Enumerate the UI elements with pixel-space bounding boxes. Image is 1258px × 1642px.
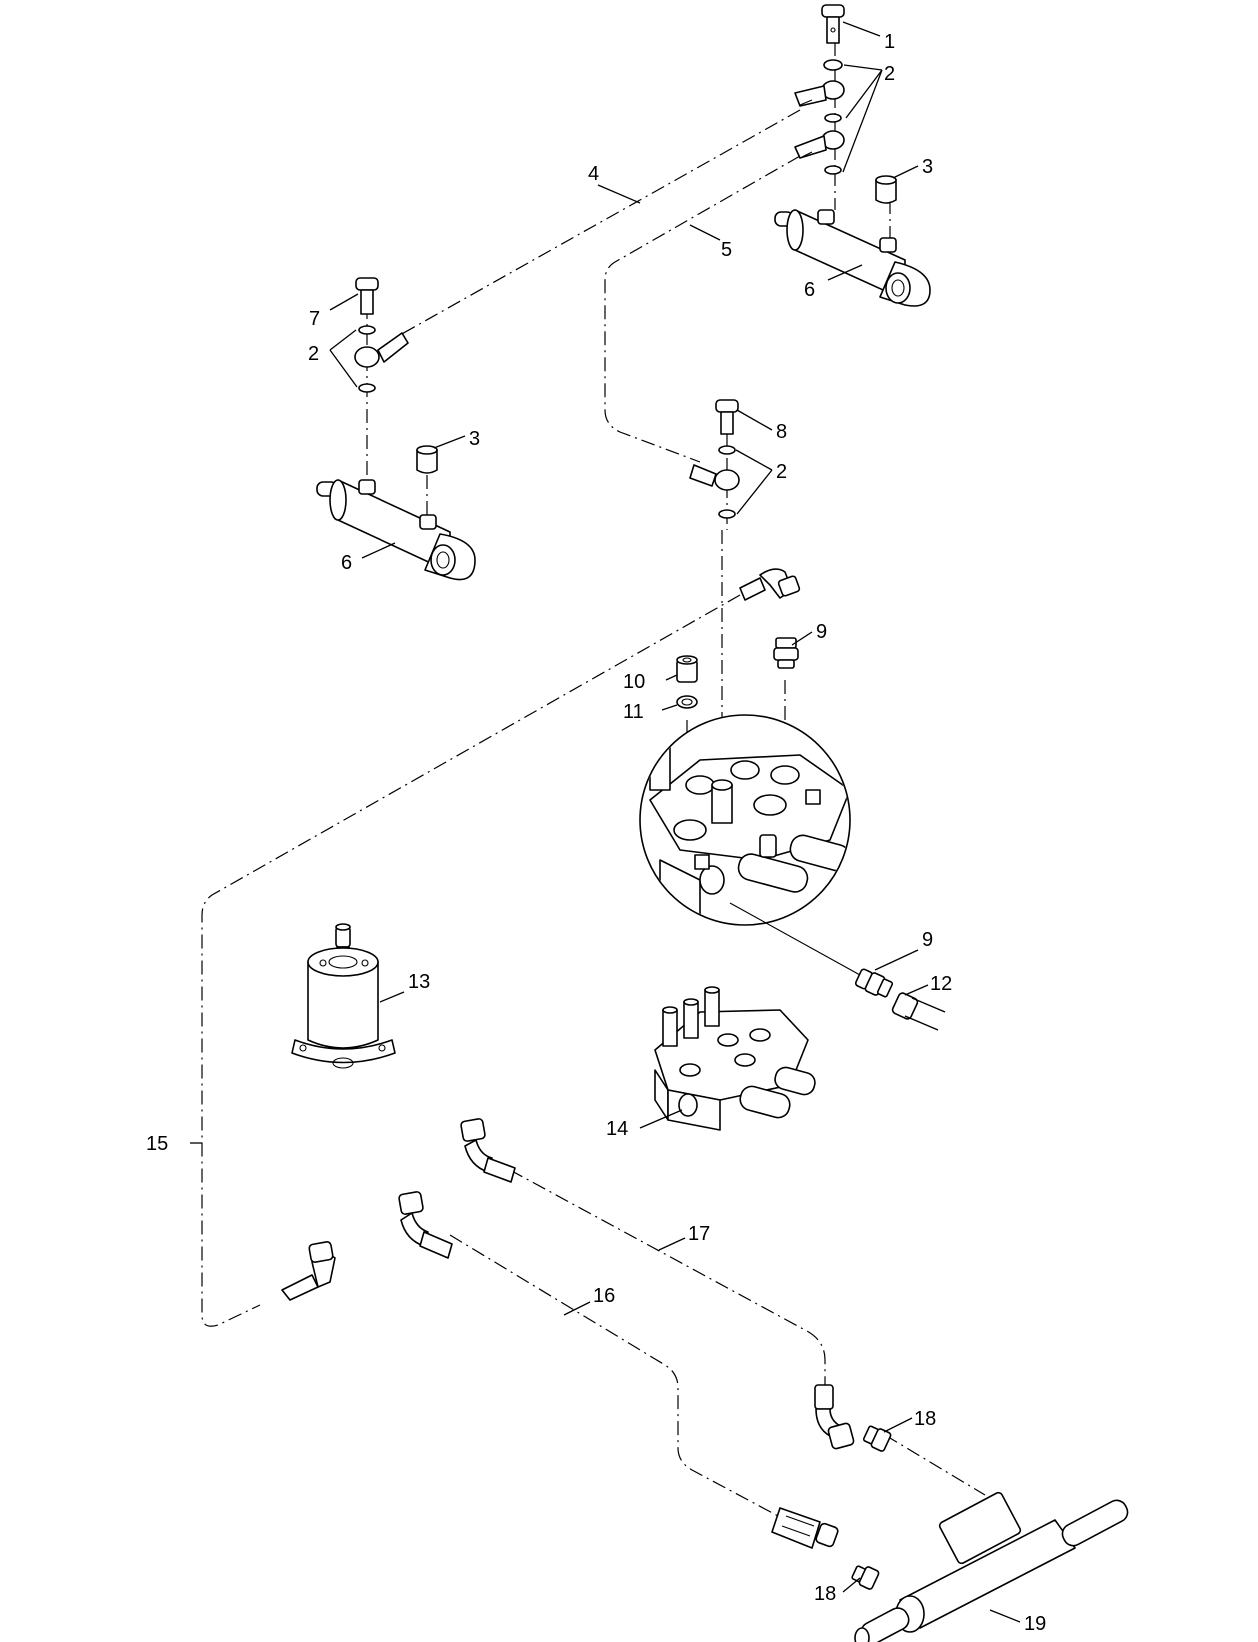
callout-15: 15 — [146, 1133, 168, 1155]
callout-3: 3 — [922, 156, 933, 178]
callout-10: 10 — [623, 671, 645, 693]
callout-17: 17 — [688, 1223, 710, 1245]
control-valve-14 — [654, 986, 816, 1131]
hose-16-lower-end — [771, 1507, 839, 1549]
left-banjo-stack — [354, 325, 409, 393]
callout-18: 18 — [814, 1583, 836, 1605]
callout-9: 9 — [922, 929, 933, 951]
hose-15-top-end — [739, 568, 801, 601]
hose-15-lower-end — [281, 1241, 336, 1301]
cap-3-left — [416, 445, 438, 474]
callout-19: 19 — [1024, 1613, 1046, 1635]
banjo-bolt-7 — [355, 277, 379, 315]
callout-2: 2 — [776, 461, 787, 483]
hose-16-upper-end — [398, 1191, 453, 1259]
hose-17-lower-end — [814, 1384, 855, 1450]
cylinder-6-top — [774, 209, 931, 307]
plug-10 — [676, 655, 698, 683]
callout-14: 14 — [606, 1118, 628, 1140]
valve-19 — [854, 1491, 1129, 1642]
cylinder-6-left — [316, 479, 476, 581]
valve-detail-circle — [639, 714, 851, 926]
callout-labels: 1 2 3 4 5 6 7 2 3 8 2 6 9 10 11 9 12 13 … — [146, 31, 1046, 1635]
callout-13: 13 — [408, 971, 430, 993]
motor-13 — [291, 923, 396, 1069]
top-banjo-stack — [794, 59, 845, 175]
hose-17-upper-end — [460, 1118, 516, 1183]
callout-2: 2 — [884, 63, 895, 85]
callout-12: 12 — [930, 973, 952, 995]
callout-11: 11 — [623, 701, 644, 723]
callout-7: 7 — [309, 308, 320, 330]
fitting-18-upper — [862, 1425, 892, 1452]
fitting-18-lower — [851, 1565, 880, 1590]
callout-3: 3 — [469, 428, 480, 450]
banjo-bolt-8 — [715, 399, 739, 435]
hose-12 — [891, 992, 946, 1031]
washer-11 — [676, 695, 698, 709]
callout-5: 5 — [721, 239, 732, 261]
cap-3-top — [875, 175, 897, 204]
callout-2: 2 — [308, 343, 319, 365]
callout-6: 6 — [804, 279, 815, 301]
callout-6: 6 — [341, 552, 352, 574]
callout-18: 18 — [914, 1408, 936, 1430]
callout-4: 4 — [588, 163, 599, 185]
callout-1: 1 — [884, 31, 895, 53]
banjo-bolt-1 — [821, 4, 845, 44]
leader-lines — [190, 21, 1021, 1623]
callout-8: 8 — [776, 421, 787, 443]
fitting-9-top — [773, 637, 799, 669]
callout-16: 16 — [593, 1285, 615, 1307]
callout-9: 9 — [816, 621, 827, 643]
middle-banjo-stack — [689, 445, 740, 519]
fitting-9-lower — [854, 968, 894, 998]
